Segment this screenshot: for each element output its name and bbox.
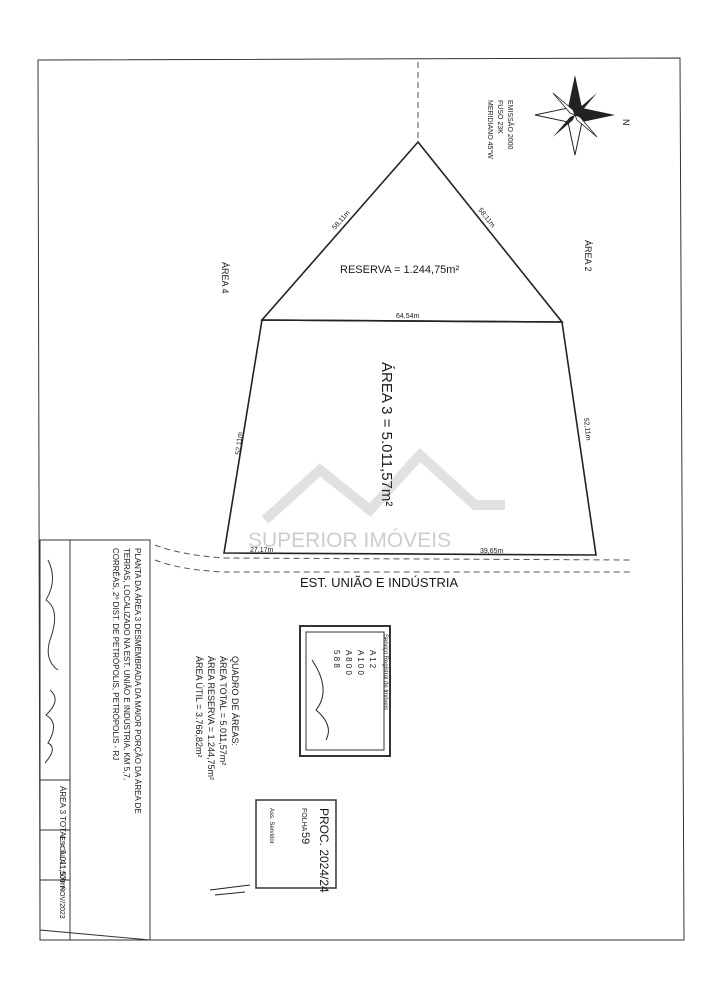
title-scale: ESCALA 1:500 — [58, 836, 65, 883]
process-stamp-rubrica-label: Ass. Servidor — [268, 808, 274, 844]
areas-table-row-2: ÁREA RESERVA = 1.244,75m² — [206, 656, 216, 780]
edge-label-right-side: 52,11m — [582, 417, 591, 441]
watermark: SUPERIOR IMÓVEIS — [248, 447, 505, 552]
road-label: EST. UNIÃO E INDÚSTRIA — [300, 575, 459, 590]
areas-table: QUADRO DE ÁREAS: ÁREA TOTAL = 5.011,57m²… — [194, 656, 240, 780]
reserve-area-label: RESERVA = 1.244,75m² — [340, 264, 459, 276]
title-block: PLANTA DA ÁREA 3 DESMEMBRADA DA MAIOR PO… — [39, 539, 151, 941]
compass-notes: EMISSÃO 2000 FUSO 23K MERIDIANO 45°W — [486, 100, 515, 159]
title-area-summary: ÁREA 3 TOTAL = 5.011,57m² — [58, 786, 67, 890]
registry-stamp-signature — [311, 659, 329, 741]
registry-stamp-line-1: A 1 2 — [368, 650, 377, 669]
road-edge-upper — [154, 544, 631, 561]
title-date: NOV/2023 — [58, 886, 65, 919]
signature-1 — [45, 559, 59, 671]
compass-note-3: MERIDIANO 45°W — [486, 100, 494, 159]
areas-table-heading: QUADRO DE ÁREAS: — [230, 656, 240, 746]
compass-note-2: FUSO 23K — [496, 100, 503, 134]
neighbor-right-label: ÁREA 2 — [583, 240, 593, 272]
areas-table-row-1: ÁREA TOTAL = 5.011,57m² — [218, 656, 228, 765]
neighbor-left-label: ÁREA 4 — [220, 262, 230, 294]
compass-note-1: EMISSÃO 2000 — [506, 100, 515, 150]
process-stamp-folha-value: 59 — [299, 832, 311, 844]
registry-stamp-line-4: 5 8 8 — [332, 650, 341, 668]
compass-north-label: N — [621, 119, 631, 126]
edge-label-shared: 64,54m — [396, 313, 420, 320]
road-edge-lower — [154, 559, 630, 573]
process-stamp-number: PROC. 2024/24 — [317, 808, 331, 893]
title-line-1: PLANTA DA ÁREA 3 DESMEMBRADA DA MAIOR PO… — [133, 548, 142, 814]
title-line-3: CORRÊAS, 2º DIST. DE PETRÓPOLIS, PETRÓPO… — [111, 548, 120, 760]
areas-table-row-3: ÁREA ÚTIL = 3.766,82m² — [194, 656, 204, 757]
watermark-text: SUPERIOR IMÓVEIS — [248, 529, 451, 552]
compass-rose-icon: N — [534, 75, 631, 156]
registry-stamp-header: Serviço Registral de Imóveis — [382, 634, 388, 710]
registry-stamp-line-2: A 1 0 0 — [356, 650, 365, 675]
process-stamp-folha-label: FOLHA — [300, 808, 307, 832]
process-stamp-signature — [209, 884, 251, 896]
main-area-label: ÁREA 3 = 5.011,57m² — [378, 362, 395, 506]
reserve-triangle — [260, 140, 564, 323]
edge-label-front-left: 27,17m — [250, 547, 274, 554]
title-line-2: TERRAS, LOCALIZADO NA EST. UNIÃO E INDÚS… — [122, 548, 131, 780]
registry-stamp: Serviço Registral de Imóveis A 1 2 A 1 0… — [299, 625, 391, 757]
area-3-polygon — [223, 319, 597, 556]
signature-2 — [44, 689, 56, 764]
edge-label-front-right: 39,65m — [480, 548, 504, 555]
process-stamp: PROC. 2024/24 FOLHA 59 Ass. Servidor — [209, 799, 337, 896]
edge-label-left-side: 52,11m — [235, 432, 244, 456]
registry-stamp-line-3: A 8 0 0 — [344, 650, 353, 675]
